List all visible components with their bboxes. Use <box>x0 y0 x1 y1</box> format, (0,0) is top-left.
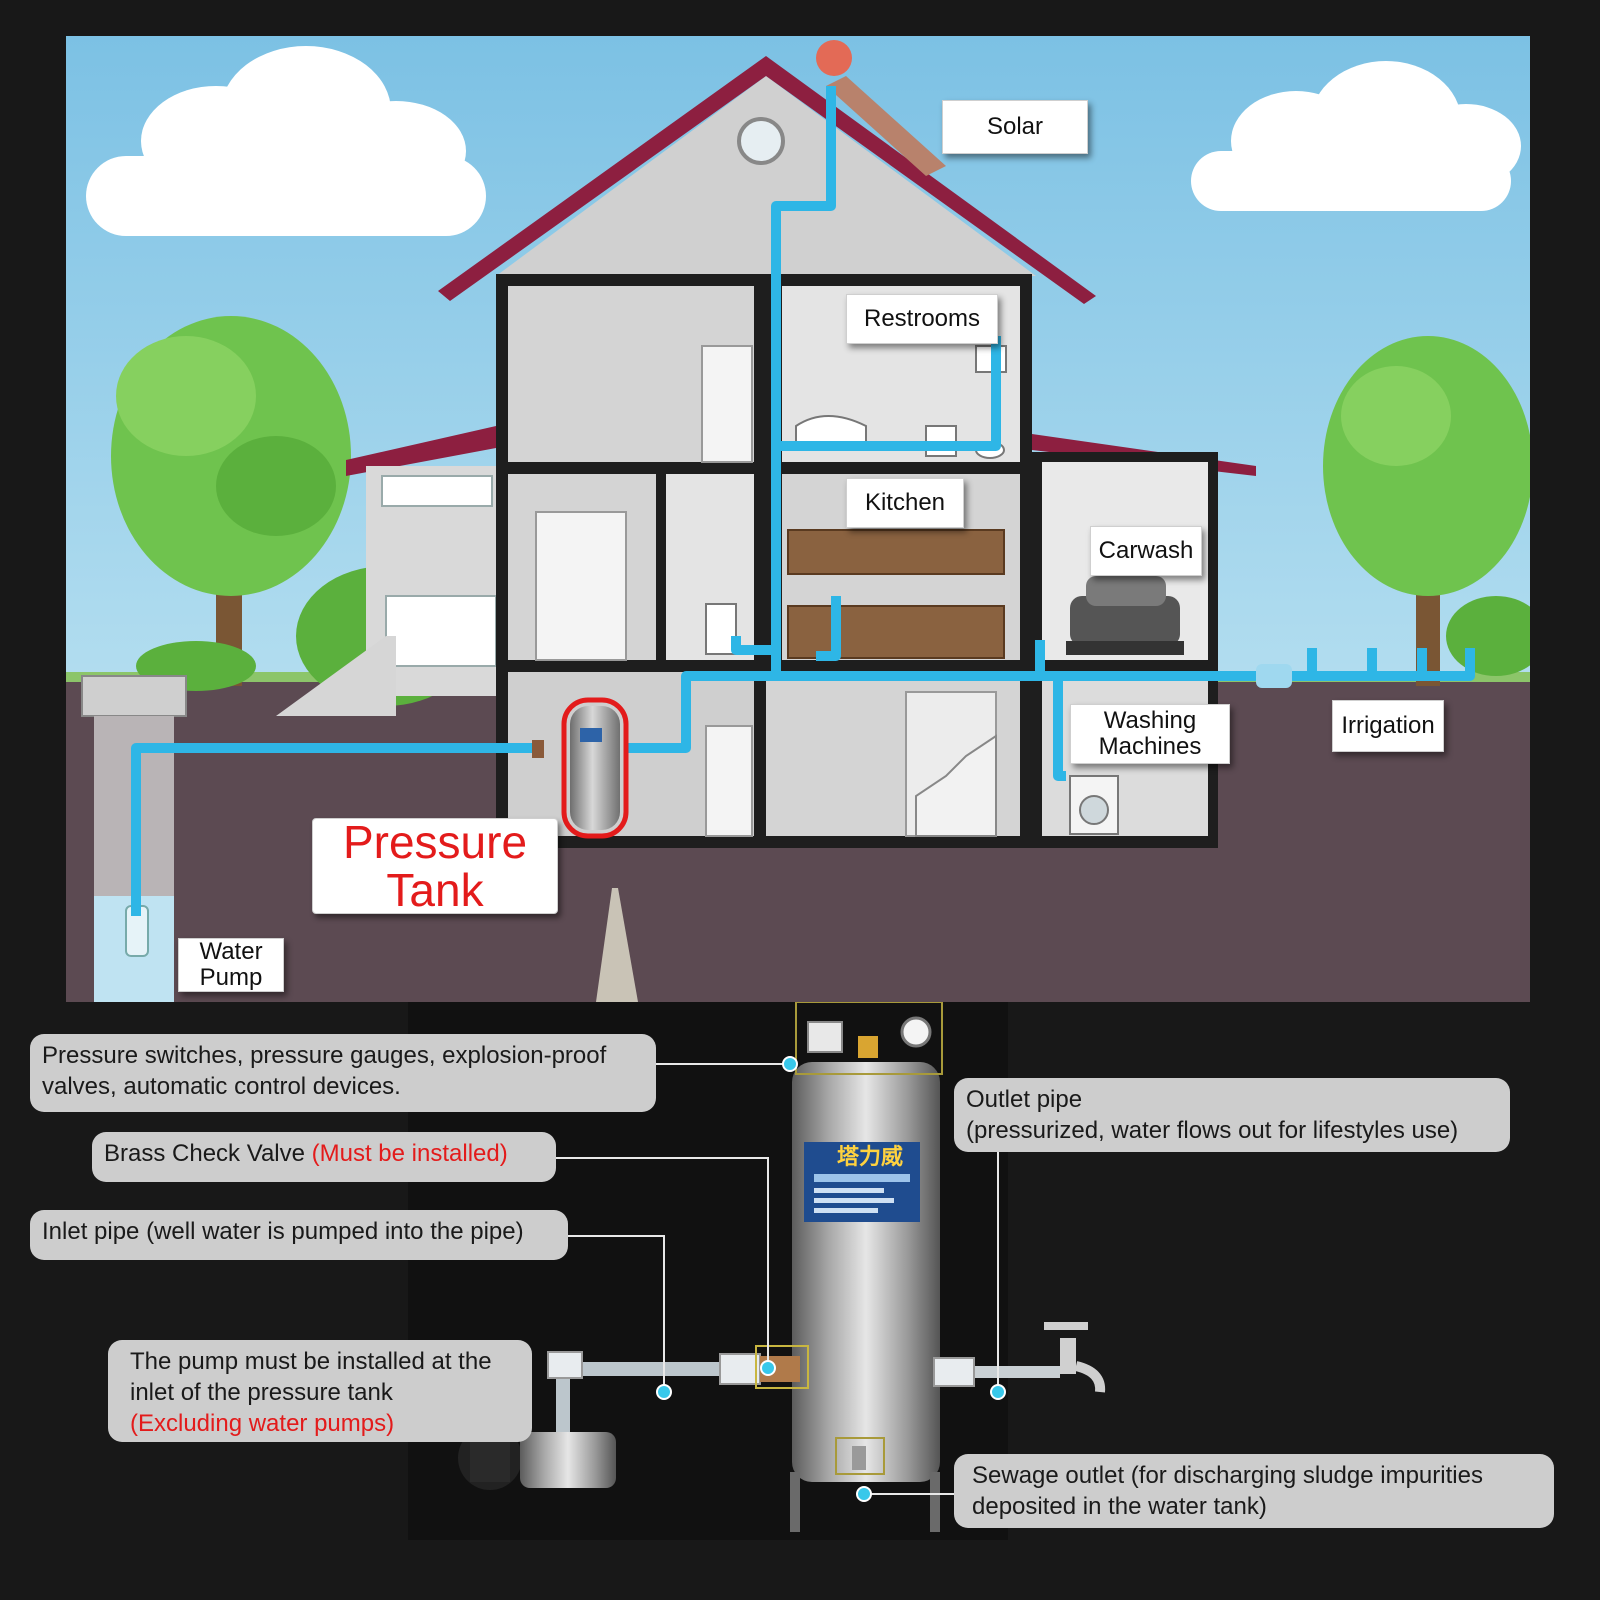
annex-left <box>276 426 497 716</box>
callout-sewage-line-2: deposited in the water tank) <box>972 1493 1267 1520</box>
label-pressure-line-1: Pressure <box>342 816 528 868</box>
callout-controls-line-2: valves, automatic control devices. <box>42 1073 401 1100</box>
scene-pressure-tank <box>532 697 629 839</box>
callout-check-valve-note: (Must be installed) <box>311 1140 508 1167</box>
callout-pump: The pump must be installed at the inlet … <box>108 1340 532 1442</box>
callout-sewage-line-1: Sewage outlet (for discharging sludge im… <box>972 1462 1483 1489</box>
label-pressure-line-2: Tank <box>386 864 484 916</box>
label-solar: Solar <box>942 100 1088 154</box>
tank-sticker-brand: 塔力威 <box>837 1144 903 1170</box>
label-washing-line-2: Machines <box>1098 733 1202 760</box>
cloud-left <box>86 46 486 236</box>
callout-pump-note: (Excluding water pumps) <box>130 1410 395 1437</box>
leader-lines <box>556 1063 999 1495</box>
callout-outlet-line-2: (pressurized, water flows out for lifest… <box>966 1117 1459 1144</box>
label-irrigation: Irrigation <box>1332 700 1444 752</box>
solar-collector <box>816 40 946 176</box>
dot-outlet <box>990 1384 1006 1400</box>
controls-highlight <box>795 1002 943 1075</box>
callout-controls-line-1: Pressure switches, pressure gauges, expl… <box>42 1042 607 1069</box>
dot-controls <box>782 1056 798 1072</box>
label-water-pump: Water Pump <box>178 938 284 992</box>
label-pump-line-2: Pump <box>199 964 263 991</box>
pressure-tank-photo: 塔力威 <box>458 1002 1106 1532</box>
tree-right <box>1323 336 1530 686</box>
callout-pump-line-1: The pump must be installed at the <box>130 1348 492 1375</box>
pipe-shaft <box>596 888 638 1002</box>
check-valve-highlight <box>755 1345 809 1389</box>
label-pressure-tank: Pressure Tank <box>312 818 558 914</box>
label-restrooms: Restrooms <box>846 294 998 344</box>
tree-left <box>111 316 351 686</box>
dot-check-valve <box>760 1360 776 1376</box>
label-kitchen: Kitchen <box>846 478 964 528</box>
water-pipes <box>131 86 1475 916</box>
irrigation-valve <box>1256 664 1292 688</box>
sewage-highlight <box>835 1437 885 1475</box>
label-washing-machines: Washing Machines <box>1070 704 1230 764</box>
callout-outlet: Outlet pipe (pressurized, water flows ou… <box>954 1078 1510 1152</box>
leader-dots <box>656 1056 1006 1502</box>
label-pump-line-1: Water <box>199 938 263 965</box>
callout-outlet-line-1: Outlet pipe <box>966 1086 1083 1113</box>
label-carwash: Carwash <box>1090 526 1202 576</box>
callout-check-valve-text: Brass Check Valve <box>104 1140 312 1167</box>
dot-inlet <box>656 1384 672 1400</box>
callout-sewage: Sewage outlet (for discharging sludge im… <box>954 1454 1554 1528</box>
house-scene: Solar Restrooms Kitchen Carwash Washing … <box>66 36 1530 1002</box>
callout-check-valve: Brass Check Valve (Must be installed) <box>92 1132 556 1182</box>
cloud-right <box>1191 61 1521 211</box>
callout-pump-line-2: inlet of the pressure tank <box>130 1379 393 1406</box>
callout-inlet: Inlet pipe (well water is pumped into th… <box>30 1210 568 1260</box>
label-washing-line-1: Washing <box>1103 707 1197 734</box>
house-illustration <box>66 36 1530 1002</box>
dot-sewage <box>856 1486 872 1502</box>
callout-controls: Pressure switches, pressure gauges, expl… <box>30 1034 656 1112</box>
